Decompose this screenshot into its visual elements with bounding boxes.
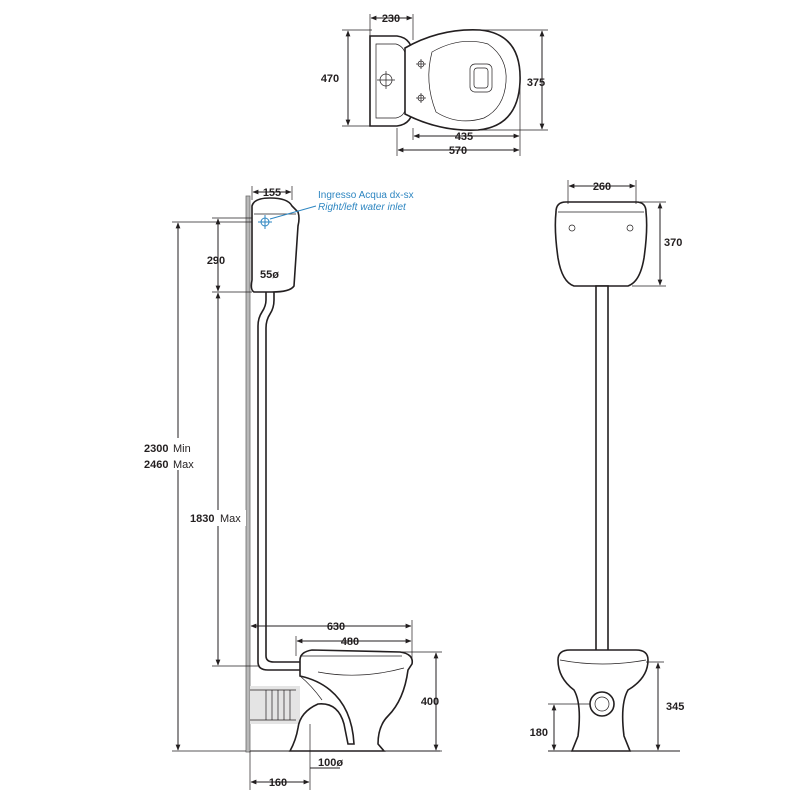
side-view-flush-pipe xyxy=(257,292,310,671)
dim-2460-max-unit: Max xyxy=(173,459,194,471)
top-view-drain xyxy=(469,63,493,93)
front-view-tank xyxy=(554,201,648,287)
top-view: 230 470 375 435 570 xyxy=(321,13,548,157)
dim-100-diameter: 100ø xyxy=(318,757,343,769)
dim-2460-max: 2460 xyxy=(144,459,168,471)
dim-470: 470 xyxy=(321,73,339,85)
dim-290: 290 xyxy=(207,255,225,267)
side-view: 155 Ingresso Acqua dx-sx Right/left wate… xyxy=(140,186,442,790)
front-view-flush-pipe xyxy=(595,285,609,657)
dim-375: 375 xyxy=(527,77,545,89)
dim-180: 180 xyxy=(530,727,548,739)
dim-155: 155 xyxy=(263,187,281,199)
dim-1830-max: 1830 xyxy=(190,513,214,525)
dim-400: 400 xyxy=(421,696,439,708)
dim-160: 160 xyxy=(269,777,287,789)
dim-630: 630 xyxy=(327,621,345,633)
water-inlet-label-en: Right/left water inlet xyxy=(318,202,407,213)
dim-230: 230 xyxy=(382,13,400,25)
dim-435: 435 xyxy=(455,131,473,143)
side-view-wall xyxy=(245,195,251,753)
dim-260: 260 xyxy=(593,181,611,193)
dim-370: 370 xyxy=(664,237,682,249)
dim-480: 480 xyxy=(341,636,359,648)
dim-1830-max-unit: Max xyxy=(220,513,241,525)
dim-2300-min-unit: Min xyxy=(173,443,191,455)
dim-2300-min: 2300 xyxy=(144,443,168,455)
water-inlet-label-it: Ingresso Acqua dx-sx xyxy=(318,190,414,201)
top-view-bowl xyxy=(404,29,521,131)
front-view: 260 370 180 345 xyxy=(530,180,684,752)
dim-345: 345 xyxy=(666,701,684,713)
side-view-bowl xyxy=(288,649,414,752)
dim-570: 570 xyxy=(449,145,467,157)
top-view-bowl-opening xyxy=(428,41,507,122)
dim-55-diameter: 55ø xyxy=(260,269,279,281)
